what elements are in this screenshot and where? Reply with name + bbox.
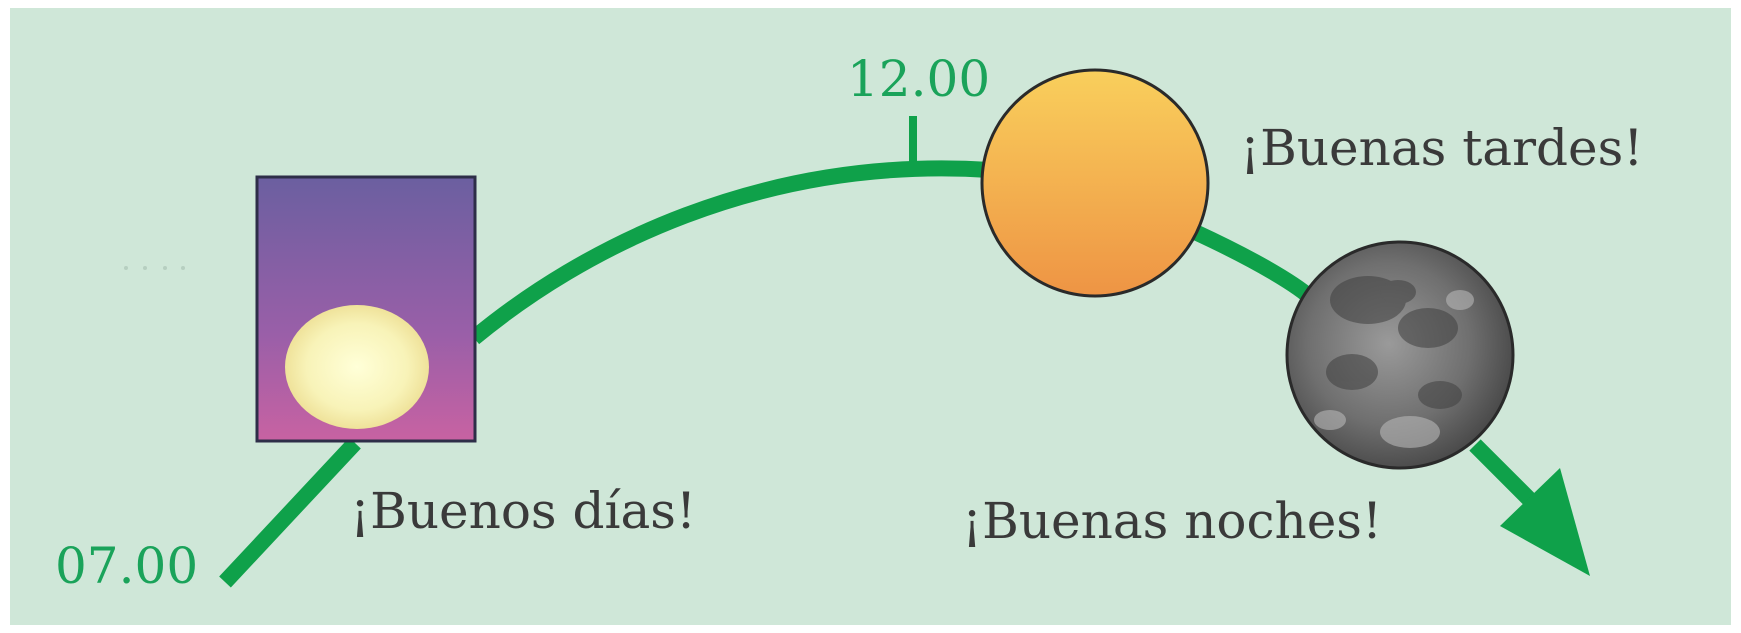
- noon-time-label: 12.00: [847, 50, 990, 108]
- sunrise-icon: [255, 175, 477, 443]
- night-greeting: ¡Buenas noches!: [962, 492, 1382, 550]
- time-path: [219, 160, 1551, 588]
- decorative-dots: [124, 266, 185, 270]
- arrowhead: [1500, 468, 1590, 576]
- afternoon-greeting: ¡Buenas tardes!: [1240, 119, 1643, 177]
- morning-greeting: ¡Buenos días!: [350, 482, 696, 540]
- start-time-label: 07.00: [55, 537, 198, 595]
- moon-icon: [1285, 240, 1515, 470]
- afternoon-sun-icon: [980, 68, 1210, 298]
